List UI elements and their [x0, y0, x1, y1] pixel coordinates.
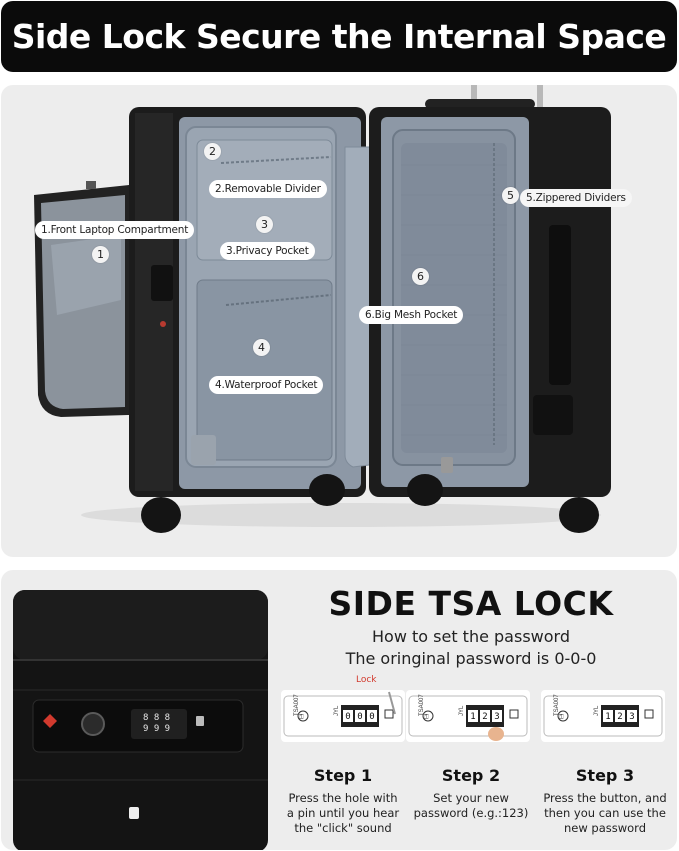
step3-digit-2: 2: [617, 712, 622, 722]
lock-callout: Lock: [356, 675, 377, 685]
step3-title: Step 3: [575, 766, 635, 785]
badge-5: 5: [502, 187, 519, 204]
step1-description: Press the hole with a pin until you hear…: [286, 791, 400, 835]
step2-lock-diagram: TSA007 ⚿ JYL 1 2 3: [406, 690, 530, 742]
label-waterproof-pocket: 4.Waterproof Pocket: [209, 376, 324, 394]
step2-description: Set your new password (e.g.:123): [413, 791, 529, 820]
badge-1: 1: [92, 246, 109, 263]
title-banner: Side Lock Secure the Internal Space: [1, 1, 677, 72]
step1-digit-2: 0: [357, 712, 362, 722]
step1-title: Step 1: [313, 766, 373, 785]
svg-text:8 8 8: 8 8 8: [143, 713, 170, 723]
label-privacy-pocket: 3.Privacy Pocket: [220, 242, 315, 260]
step2-card-key: ⚿: [424, 714, 429, 721]
badge-4: 4: [253, 339, 270, 356]
badge-6: 6: [412, 268, 429, 285]
step3-digit-1: 1: [605, 712, 610, 722]
step3-card-brand: JYL: [594, 705, 600, 716]
step3-lock-diagram: TSA007 ⚿ JYL 1 2 3: [541, 690, 665, 742]
lock-closeup-photo: 8 8 89 9 9: [13, 590, 268, 850]
label-front-laptop-compartment: 1.Front Laptop Compartment: [35, 221, 195, 239]
tsa-subtitle: How to set the password: [372, 627, 570, 646]
svg-text:9 9 9: 9 9 9: [143, 724, 170, 734]
badge-3: 3: [256, 216, 273, 233]
step2-card-code: TSA007: [419, 694, 425, 716]
step1-card-brand: JYL: [334, 705, 340, 716]
step1-card-key: ⚿: [299, 714, 304, 721]
step1-digit-3: 0: [369, 712, 374, 722]
badge-2: 2: [204, 143, 221, 160]
banner-title: Side Lock Secure the Internal Space: [11, 17, 667, 56]
suitcase-illustration: [34, 85, 611, 533]
step2-card-brand: JYL: [459, 705, 465, 716]
step3-card-key: ⚿: [559, 714, 564, 721]
step1-card-code: TSA007: [294, 694, 300, 716]
step3-card-code: TSA007: [554, 694, 560, 716]
step3-description: Press the button, and then you can use t…: [543, 791, 667, 835]
label-big-mesh-pocket: 6.Big Mesh Pocket: [359, 306, 464, 324]
tsa-lock-title: SIDE TSA LOCK: [328, 584, 614, 623]
label-zippered-dividers: 5.Zippered Dividers: [520, 189, 632, 207]
step1-digit-1: 0: [345, 712, 350, 722]
step2-digit-3: 3: [494, 712, 499, 722]
label-removable-divider: 2.Removable Divider: [209, 180, 327, 198]
step2-digit-1: 1: [470, 712, 475, 722]
tsa-original-password: The oringinal password is 0-0-0: [345, 649, 597, 668]
step1-lock-diagram: TSA007 ⚿ JYL 0 0 0: [281, 690, 405, 742]
step2-digit-2: 2: [482, 712, 487, 722]
suitcase-interior-photo: 1 1.Front Laptop Compartment 2 2.Removab…: [1, 85, 677, 557]
step2-title: Step 2: [441, 766, 501, 785]
step3-digit-3: 3: [629, 712, 634, 722]
